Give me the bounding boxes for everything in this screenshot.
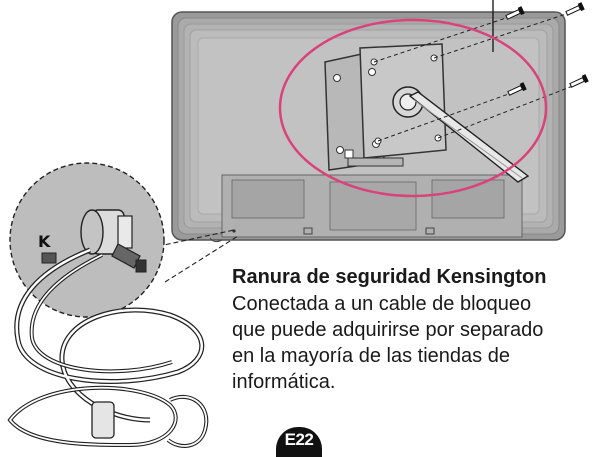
- kensington-lock: [80, 209, 147, 273]
- security-cable: [7, 247, 209, 448]
- screws: [373, 0, 589, 142]
- stand-arm: [408, 91, 530, 183]
- kensington-caption: Ranura de seguridad Kensington Conectada…: [232, 265, 609, 395]
- caption-line: que puede adquirirse por separado: [232, 319, 544, 341]
- caption-line: informática.: [232, 371, 336, 393]
- vesa-mount-plate: [324, 43, 447, 171]
- caption-body: Conectada a un cable de bloqueo que pued…: [232, 291, 609, 395]
- highlight-ring: [278, 18, 548, 198]
- caption-line: Conectada a un cable de bloqueo: [232, 293, 532, 315]
- caption-title: Ranura de seguridad Kensington: [232, 266, 547, 288]
- kensington-k-icon: K: [38, 232, 51, 251]
- caption-line: en la mayoría de las tiendas de: [232, 345, 510, 367]
- kensington-zoom-circle: [9, 162, 239, 318]
